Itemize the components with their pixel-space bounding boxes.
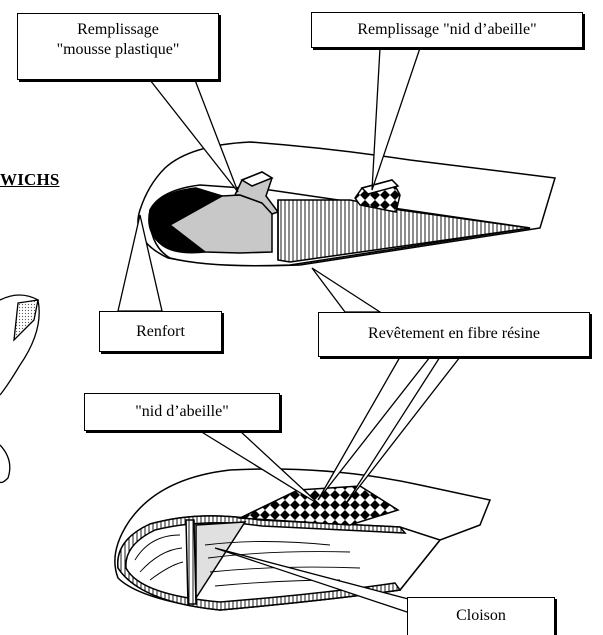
partial-heading: WICHS — [0, 170, 60, 190]
label-revetement: Revêtement en fibre résine — [318, 312, 590, 357]
label-cloison: Cloison — [407, 597, 555, 635]
label-renfort: Renfort — [99, 311, 222, 352]
pointer-revetement-upper — [312, 268, 380, 312]
dotted-strip — [14, 300, 38, 340]
label-mousse-line2: "mousse plastique" — [18, 40, 218, 60]
label-revetement-text: Revêtement en fibre résine — [319, 324, 589, 344]
cloison-partition — [186, 520, 196, 604]
label-remplissage-mousse: Remplissage "mousse plastique" — [17, 13, 219, 80]
label-nid-abeille-text: "nid d’abeille" — [85, 402, 279, 422]
label-cloison-text: Cloison — [408, 606, 554, 626]
label-renfort-text: Renfort — [100, 322, 221, 342]
label-mousse-line1: Remplissage — [18, 20, 218, 40]
label-nid-abeille-fill-text: Remplissage "nid d’abeille" — [312, 20, 582, 40]
left-partial-object — [0, 295, 39, 483]
label-nid-abeille: "nid d’abeille" — [84, 393, 280, 431]
upper-wing-section — [138, 142, 555, 266]
label-remplissage-nid-abeille: Remplissage "nid d’abeille" — [311, 12, 583, 48]
